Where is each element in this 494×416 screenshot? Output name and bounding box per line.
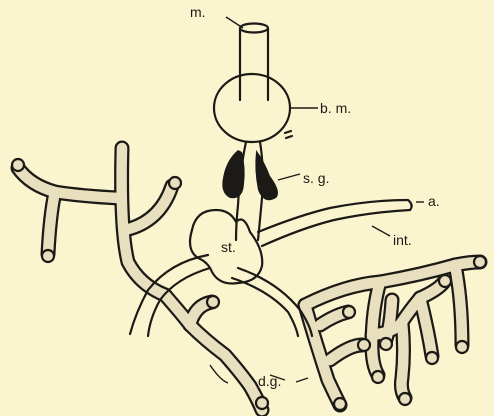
intestine (258, 200, 412, 246)
label-buccal-mass: b. m. (320, 100, 351, 116)
label-anus: a. (428, 193, 440, 209)
digestive-gland (12, 148, 486, 410)
label-digestive-gland: d.g. (258, 373, 281, 389)
label-stomach: st. (221, 239, 236, 255)
mouth-tube (240, 24, 268, 101)
label-mouth: m. (190, 4, 206, 20)
label-salivary-gland: s. g. (303, 170, 329, 186)
buccal-mass (214, 74, 290, 142)
label-intestine: int. (393, 232, 412, 248)
